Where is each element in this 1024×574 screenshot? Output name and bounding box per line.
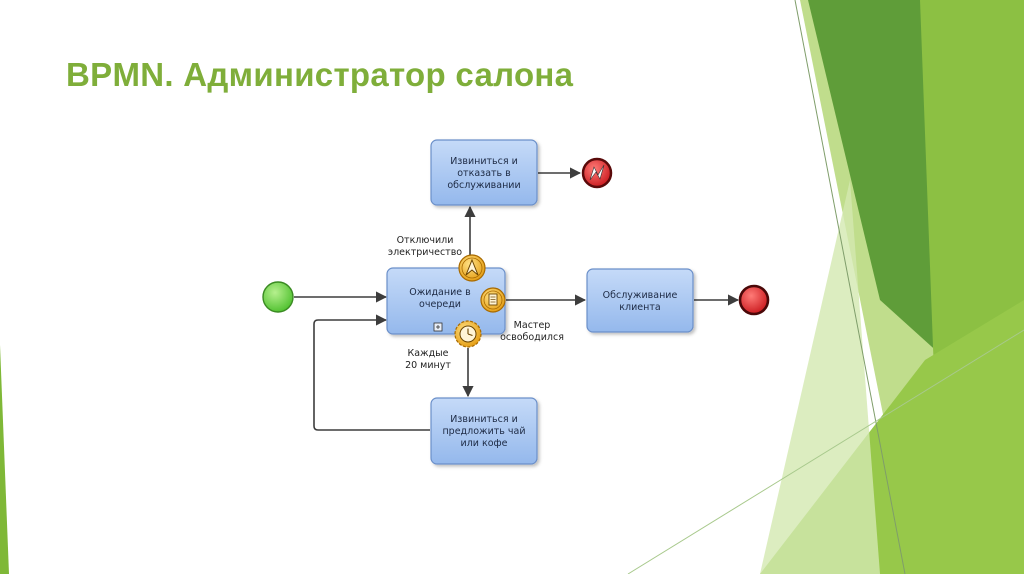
sequence-flows [294,167,740,431]
task-tea-label-1: Извиниться и [450,414,518,425]
message-boundary-event [480,287,506,313]
event-label-power-1: Отключили [397,235,454,246]
task-service-label-1: Обслуживание [603,290,678,301]
event-label-power-2: электричество [388,247,462,258]
task-refuse-label-3: обслуживании [447,180,520,191]
start-event [262,281,294,313]
event-label-master-1: Мастер [514,320,551,331]
task-service-box [586,268,694,333]
task-waiting-label-2: очереди [419,299,461,310]
flow-tea-loop-back [313,314,430,431]
task-refuse-service [430,139,538,206]
escalation-arrow-glyph [465,258,479,276]
end-event [738,284,770,316]
decor-thin-line-1 [794,0,906,574]
task-waiting-label-1: Ожидание в [409,287,471,298]
event-label-master-2: освободился [500,332,564,343]
task-tea-label-3: или кофе [461,438,508,449]
task-tea-label-2: предложить чай [442,426,525,437]
task-offer-tea [430,397,538,465]
decor-shape-pale [760,180,880,574]
task-client-service [586,268,694,333]
task-service-label-2: клиента [619,302,660,313]
slide-title: BPMN. Администратор салона [66,56,574,93]
event-label-timer-2: 20 минут [405,360,451,371]
task-tea-box [430,397,538,465]
event-label-timer-1: Каждые [407,348,448,359]
subprocess-marker-icon [433,322,443,332]
timer-boundary-event [454,320,482,348]
escalation-boundary-event [458,254,486,282]
task-refuse-label-2: отказать в [457,168,511,179]
decor-thin-line-2 [627,329,1024,574]
task-refuse-box [430,139,538,206]
error-end-event [581,157,613,189]
task-refuse-label-1: Извиниться и [450,156,518,167]
decor-left-strip [0,345,9,574]
error-lightning-glyph [589,164,605,181]
